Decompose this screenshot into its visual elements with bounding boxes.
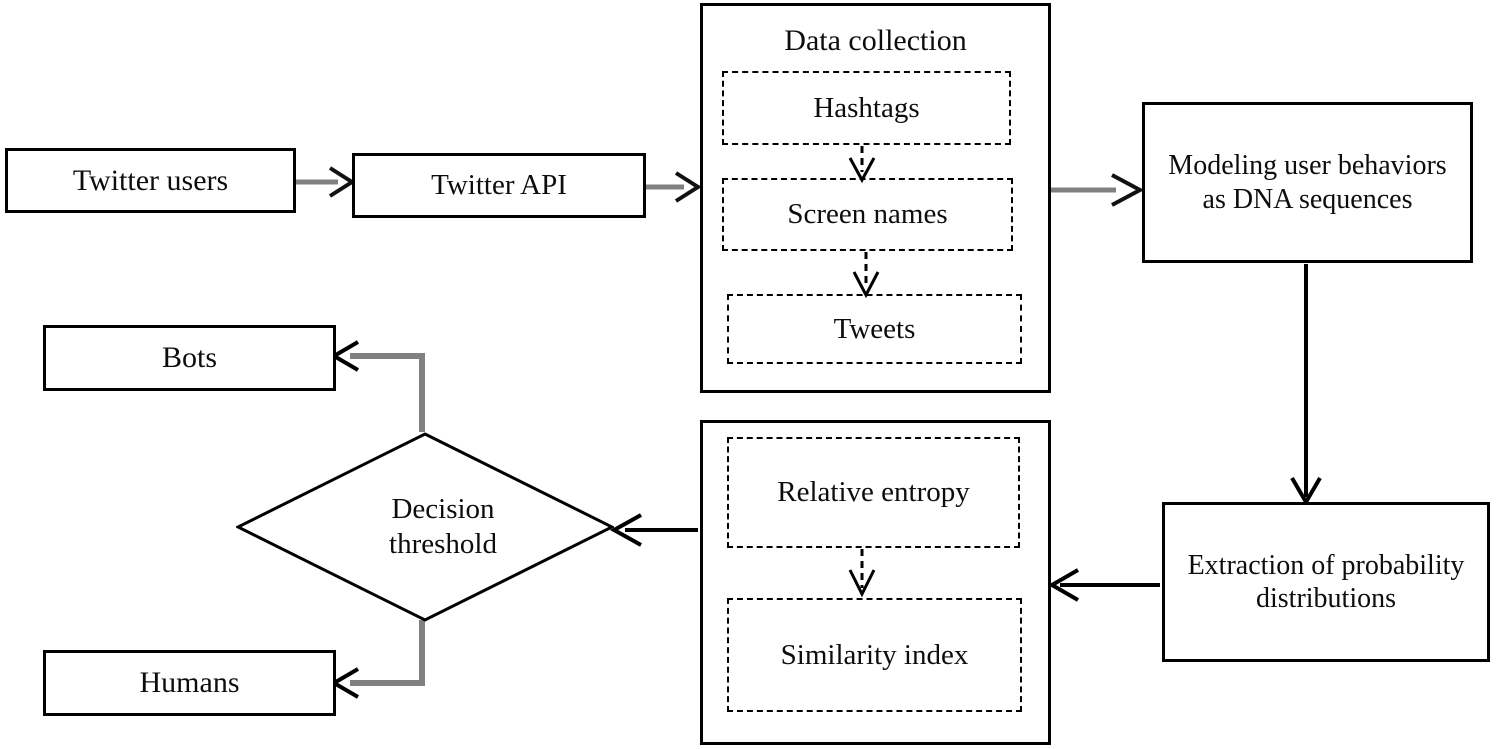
node-twitter-api[interactable]: Twitter API <box>352 153 646 218</box>
diamond-shape <box>234 432 616 622</box>
node-similarity-index-label: Similarity index <box>780 638 969 671</box>
node-bots[interactable]: Bots <box>43 325 336 391</box>
edge-collection-to-modeling <box>1051 173 1145 207</box>
node-humans[interactable]: Humans <box>43 650 336 716</box>
node-relative-entropy-label: Relative entropy <box>777 476 970 509</box>
node-extraction-probability-distributions[interactable]: Extraction of probability distributions <box>1162 502 1490 662</box>
node-extraction-label: Extraction of probability distributions <box>1187 549 1465 614</box>
node-relative-entropy[interactable]: Relative entropy <box>727 437 1020 548</box>
group-data-collection-title: Data collection <box>784 24 967 57</box>
node-humans-label: Humans <box>139 666 240 700</box>
node-tweets-label: Tweets <box>833 312 916 345</box>
edge-decision-to-humans <box>330 620 425 699</box>
node-tweets[interactable]: Tweets <box>727 294 1022 364</box>
edge-extraction-to-analysis <box>1047 568 1160 602</box>
node-hashtags-label: Hashtags <box>813 91 920 124</box>
node-screen-names[interactable]: Screen names <box>722 178 1013 251</box>
node-twitter-users-label: Twitter users <box>72 163 229 197</box>
node-twitter-api-label: Twitter API <box>431 169 567 202</box>
node-similarity-index[interactable]: Similarity index <box>727 598 1022 712</box>
node-hashtags[interactable]: Hashtags <box>722 71 1011 145</box>
edge-analysis-to-decision <box>609 513 698 547</box>
edge-api-to-collection <box>646 171 702 203</box>
node-decision-threshold-label: Decision threshold <box>389 493 497 560</box>
edge-users-to-api <box>296 166 356 198</box>
node-decision-threshold[interactable]: Decision threshold <box>234 432 616 622</box>
node-twitter-users[interactable]: Twitter users <box>5 148 296 213</box>
edge-decision-to-bots <box>330 340 425 432</box>
node-screen-names-label: Screen names <box>787 198 948 231</box>
node-modeling-user-behaviors[interactable]: Modeling user behaviors as DNA sequences <box>1142 102 1473 263</box>
edge-modeling-to-extraction <box>1290 264 1322 506</box>
node-bots-label: Bots <box>161 341 218 375</box>
node-modeling-label: Modeling user behaviors as DNA sequences <box>1168 150 1447 215</box>
